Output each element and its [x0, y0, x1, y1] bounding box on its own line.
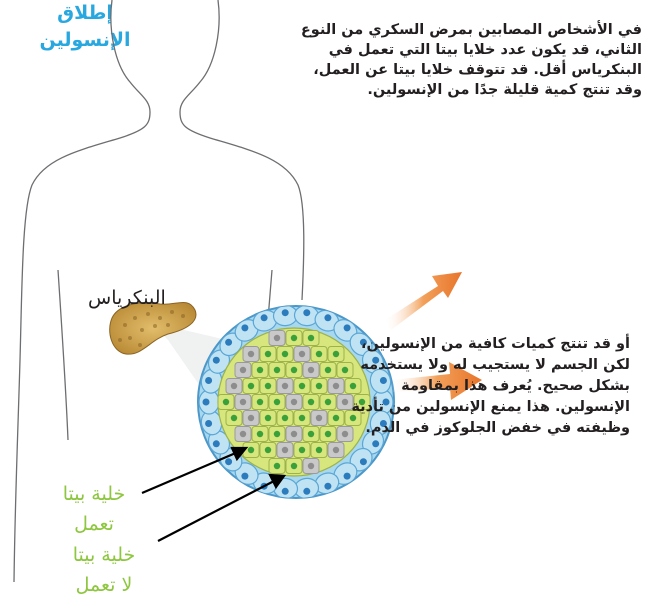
beta-cell-working-label: خلية بيتا تعمل [44, 479, 144, 539]
cell-nucleus [282, 351, 288, 357]
cell-nucleus [257, 399, 263, 405]
beta-cell-not-working-label: خلية بيتا لا تعمل [54, 540, 154, 600]
cell-nucleus [240, 431, 246, 437]
cell-nucleus [265, 415, 271, 421]
cell-nucleus [274, 335, 280, 341]
cell-nucleus [231, 383, 237, 389]
cell-nucleus [265, 447, 271, 453]
cell-nucleus [265, 351, 271, 357]
cell-nucleus [308, 335, 314, 341]
beta-working-line2: تعمل [44, 509, 144, 539]
cell-nucleus [282, 383, 288, 389]
cell-nucleus [282, 415, 288, 421]
cell-nucleus [316, 447, 322, 453]
cell-nucleus [282, 309, 289, 316]
insulin-resistance-text: أو قد تنتج كميات كافية من الإنسولين، لكن… [330, 334, 630, 439]
cell-nucleus [344, 473, 351, 480]
cell-nucleus [225, 339, 232, 346]
cell-nucleus [241, 324, 248, 331]
beta-not-working-line1: خلية بيتا [54, 540, 154, 570]
cell-nucleus [308, 399, 314, 405]
cell-nucleus [241, 473, 248, 480]
description-text: في الأشخاص المصابين بمرض السكري من النوع… [282, 20, 642, 100]
cell-nucleus [324, 483, 331, 490]
cell-nucleus [299, 447, 305, 453]
cell-nucleus [274, 399, 280, 405]
cell-nucleus [225, 458, 232, 465]
cell-nucleus [274, 431, 280, 437]
cell-nucleus [308, 367, 314, 373]
cell-nucleus [203, 399, 210, 406]
cell-nucleus [291, 399, 297, 405]
cell-nucleus [240, 399, 246, 405]
pancreas-label: البنكرياس [88, 287, 166, 309]
cell-nucleus [205, 420, 212, 427]
cell-nucleus [205, 377, 212, 384]
cell-nucleus [231, 415, 237, 421]
cell-nucleus [213, 440, 220, 447]
cell-nucleus [299, 383, 305, 389]
cell-nucleus [282, 488, 289, 495]
cell-nucleus [299, 351, 305, 357]
cell-nucleus [248, 415, 254, 421]
cell-nucleus [291, 367, 297, 373]
cell-nucleus [265, 383, 271, 389]
insulin-release-arrow-up [385, 272, 462, 330]
cell-nucleus [308, 463, 314, 469]
cell-nucleus [291, 431, 297, 437]
cell-nucleus [316, 351, 322, 357]
cell-nucleus [360, 458, 367, 465]
cell-nucleus [324, 314, 331, 321]
beta-not-working-line2: لا تعمل [54, 570, 154, 600]
cell-nucleus [282, 447, 288, 453]
cell-nucleus [316, 415, 322, 421]
cell-nucleus [223, 399, 229, 405]
cell-nucleus [291, 463, 297, 469]
cell-nucleus [316, 383, 322, 389]
cell-nucleus [257, 431, 263, 437]
cell-nucleus [248, 383, 254, 389]
cell-nucleus [303, 488, 310, 495]
cell-nucleus [308, 431, 314, 437]
cell-nucleus [274, 367, 280, 373]
cell-nucleus [344, 324, 351, 331]
cell-nucleus [248, 351, 254, 357]
cell-nucleus [240, 367, 246, 373]
cell-nucleus [291, 335, 297, 341]
cell-nucleus [333, 447, 339, 453]
cell-nucleus [303, 309, 310, 316]
beta-working-line1: خلية بيتا [44, 479, 144, 509]
cell-nucleus [261, 314, 268, 321]
cell-nucleus [257, 367, 263, 373]
cell-nucleus [213, 357, 220, 364]
cell-nucleus [274, 463, 280, 469]
cell-nucleus [299, 415, 305, 421]
cell-nucleus [248, 447, 254, 453]
cell-nucleus [372, 440, 379, 447]
